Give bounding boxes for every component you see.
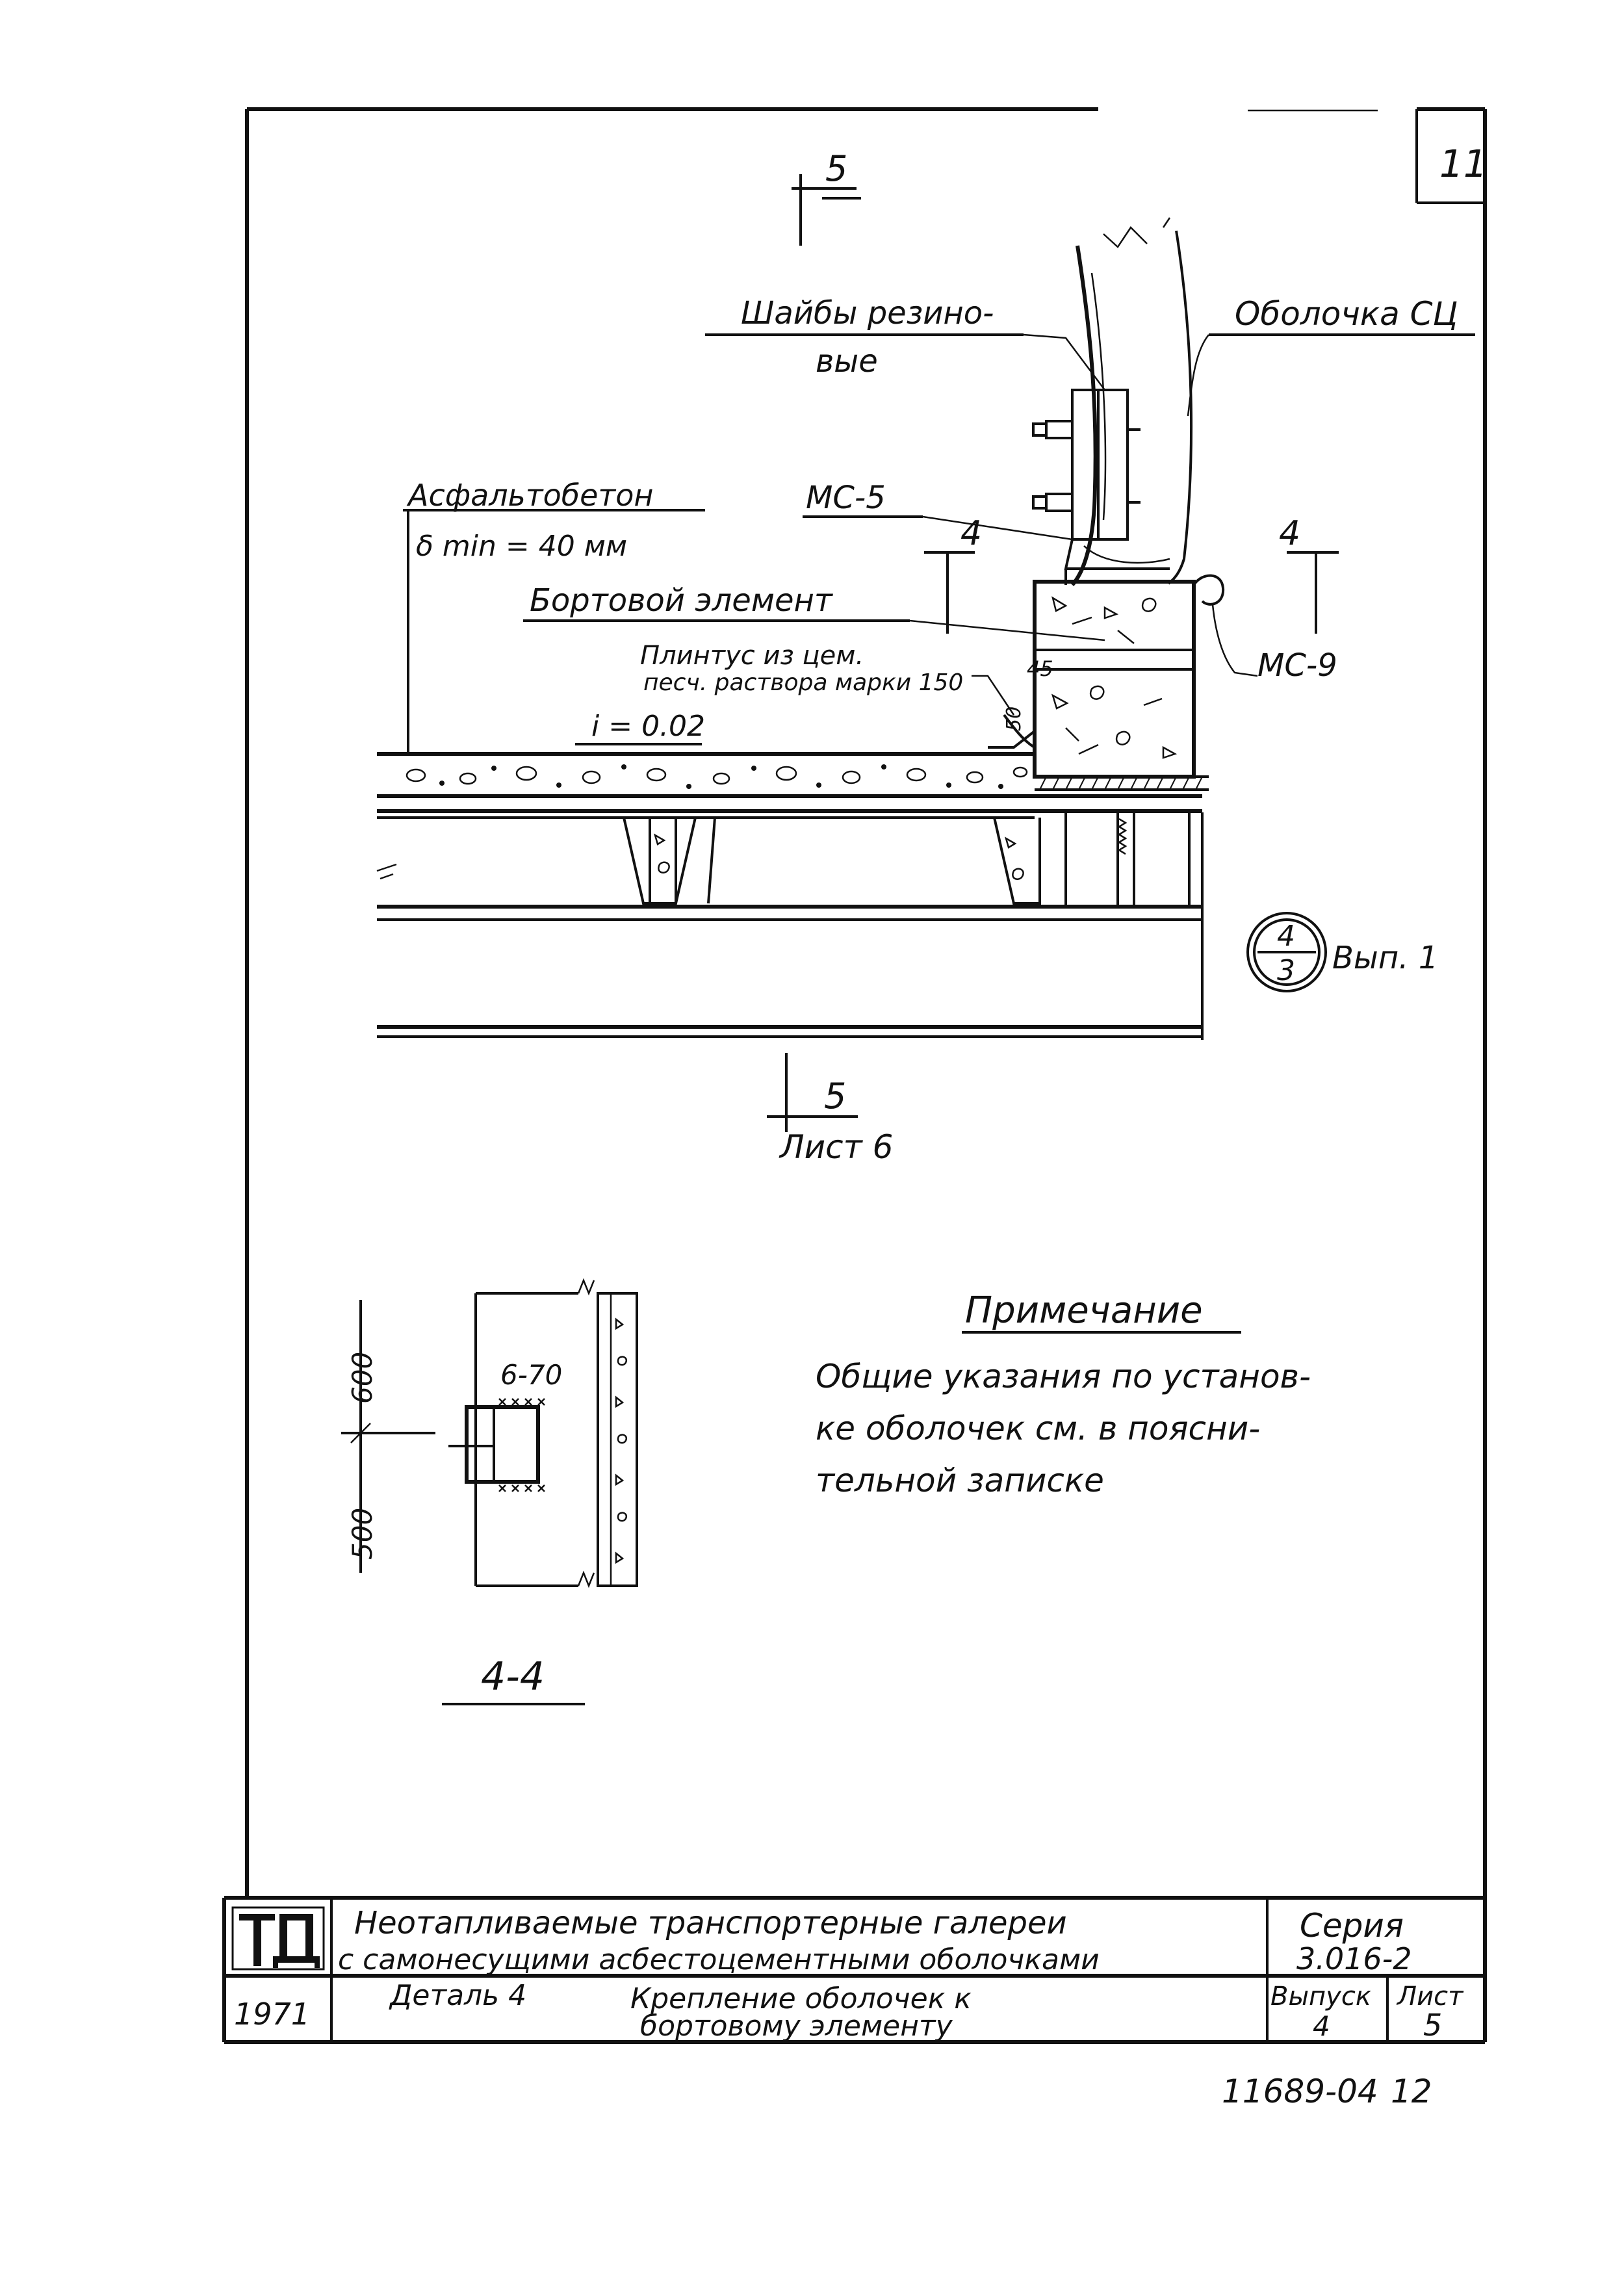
label-washers-cont: вые (816, 343, 878, 380)
section-mark-top: 5 (792, 148, 861, 246)
section-mark-4-right: 4 (1279, 514, 1339, 634)
label-dim-50: 50 (1003, 706, 1025, 731)
project-title-2: с самонесущими асбестоцементными оболочк… (338, 1943, 1100, 1976)
label-mc9: МС-9 (1257, 647, 1337, 684)
project-title-1: Неотапливаемые транспортерные галереи (354, 1905, 1067, 1941)
label-asphalt-thickness: δ min = 40 мм (416, 530, 627, 563)
label-asphalt: Асфальтобетон (406, 478, 653, 513)
note: Примечание Общие указания по установ- ке… (816, 1289, 1311, 1499)
footer-page: 12 (1391, 2073, 1432, 2110)
sheet-frame (245, 107, 1487, 2042)
section-mark-bottom-label: 5 (824, 1076, 846, 1117)
note-line-2: ке оболочек см. в поясни- (816, 1410, 1260, 1447)
detail-line-2: бортовому элементу (640, 2010, 953, 2043)
series-label: Серия (1300, 1907, 1404, 1945)
sheet-label: Лист (1396, 1982, 1464, 2011)
section-4-4-weld: 6-70 (500, 1359, 562, 1391)
section-mark-bottom: 5 Лист 6 (767, 1053, 893, 1166)
clamp-mc9 (1192, 574, 1258, 677)
label-plinth-1: Плинтус из цем. (640, 641, 864, 671)
label-curb-element: Бортовой элемент (530, 582, 834, 619)
bolt-assembly (1032, 389, 1170, 585)
note-line-1: Общие указания по установ- (816, 1358, 1311, 1395)
floor-slab (377, 714, 1209, 813)
institute-logo (231, 1906, 325, 1971)
note-title: Примечание (965, 1289, 1203, 1332)
section-4-4-dim-upper: 600 (346, 1352, 378, 1404)
issue-value: 4 (1313, 2010, 1330, 2042)
section-mark-right-label: 4 (1279, 514, 1300, 553)
ref-issue: Вып. 1 (1332, 940, 1438, 976)
year: 1971 (234, 1997, 310, 2032)
curb-element (1033, 580, 1196, 779)
detail-line-1: Крепление оболочек к (630, 1982, 972, 2015)
ribbed-slab (376, 811, 1191, 907)
label-washers: Шайбы резино- (741, 295, 994, 331)
section-mark-left-label: 4 (960, 514, 982, 553)
footer: 11689-04 12 (1222, 2073, 1432, 2110)
label-shell: Оболочка СЦ (1235, 295, 1458, 333)
section-mark-top-label: 5 (825, 148, 847, 189)
section-mark-4-left: 4 (924, 514, 982, 634)
sheet-value: 5 (1423, 2008, 1442, 2043)
section-4-4: 600 500 6-70 4-4 (341, 1278, 638, 1705)
issue-label: Выпуск (1270, 1982, 1371, 2011)
drawing-labels: Шайбы резино- вые Оболочка СЦ Асфальтобе… (406, 295, 1458, 743)
asbestos-shell (1070, 217, 1193, 587)
main-beam (377, 812, 1204, 1040)
reference-circle: 4 3 Вып. 1 (1246, 912, 1438, 992)
section-mark-bottom-ref: Лист 6 (779, 1128, 893, 1166)
section-4-4-dim-lower: 500 (346, 1508, 378, 1560)
label-plinth-2: песч. раствора марки 150 (643, 669, 963, 696)
leader-lines (403, 333, 1475, 754)
ref-denominator: 3 (1277, 954, 1295, 987)
ref-numerator: 4 (1277, 920, 1295, 953)
series-value: 3.016-2 (1296, 1941, 1412, 1976)
sheet-number-box: 11 (1415, 109, 1488, 204)
footer-code: 11689-04 (1222, 2073, 1378, 2110)
label-dim-45: 45 (1027, 656, 1053, 681)
section-4-4-title: 4-4 (481, 1654, 545, 1700)
title-block: Неотапливаемые транспортерные галереи с … (222, 1896, 1485, 2044)
note-line-3: тельной записке (816, 1462, 1104, 1499)
label-slope: i = 0.02 (591, 710, 705, 743)
sheet-number: 11 (1439, 142, 1488, 186)
label-mc5: МС-5 (806, 480, 886, 516)
detail-label: Деталь 4 (389, 1979, 526, 2012)
